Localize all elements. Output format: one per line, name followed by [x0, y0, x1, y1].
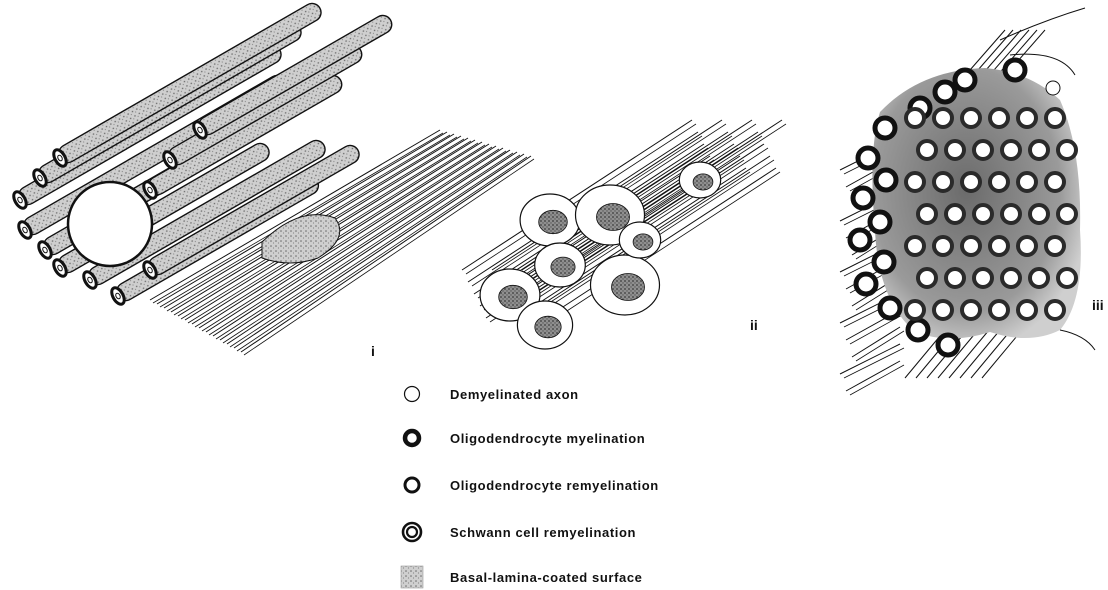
- legend-label: Basal-lamina-coated surface: [450, 570, 643, 585]
- remyelinated-axon: [918, 269, 936, 287]
- double-ring-icon: [400, 520, 424, 544]
- remyelinated-axon: [946, 269, 964, 287]
- remyelinated-axon: [934, 173, 952, 191]
- cell-nucleus: [633, 234, 653, 250]
- large-demyelinated-axon: [68, 182, 152, 266]
- remyelinated-axon: [1002, 141, 1020, 159]
- remyelinated-axon: [946, 141, 964, 159]
- axon-fibre: [850, 365, 904, 395]
- remyelinated-axon: [990, 301, 1008, 319]
- remyelinated-axon: [1058, 141, 1076, 159]
- oligodendrocyte-myelinated-axon: [856, 274, 876, 294]
- remyelinated-axon: [962, 173, 980, 191]
- remyelinated-axon: [1002, 205, 1020, 223]
- axon-fibre: [840, 344, 900, 374]
- legend-label: Oligodendrocyte remyelination: [450, 478, 659, 493]
- cell-nucleus: [535, 316, 561, 338]
- remyelinated-axon: [974, 141, 992, 159]
- oligodendrocyte-myelinated-axon: [908, 320, 928, 340]
- legend-item-oligodendrocyte-myelination: Oligodendrocyte myelination: [400, 426, 645, 450]
- remyelinated-axon: [990, 173, 1008, 191]
- panel-label-i: i: [371, 343, 375, 359]
- legend-item-schwann-cell-remyelination: Schwann cell remyelination: [400, 520, 636, 544]
- demyelinated-axon: [1046, 81, 1060, 95]
- oligodendrocyte-myelinated-axon: [875, 118, 895, 138]
- remyelinated-axon: [906, 173, 924, 191]
- oligodendrocyte-myelinated-axon: [938, 335, 958, 355]
- remyelinated-axon: [1002, 269, 1020, 287]
- remyelinated-axon: [990, 109, 1008, 127]
- oligodendrocyte-myelinated-axon: [935, 82, 955, 102]
- remyelinated-axon: [962, 109, 980, 127]
- oligodendrocyte-myelinated-axon: [850, 230, 870, 250]
- remyelinated-axon: [906, 109, 924, 127]
- remyelinated-axon: [906, 301, 924, 319]
- panel-i-drawing: [11, 0, 534, 355]
- legend-label: Schwann cell remyelination: [450, 525, 636, 540]
- oligodendrocyte-myelinated-axon: [876, 170, 896, 190]
- oligodendrocyte-myelinated-axon: [955, 70, 975, 90]
- remyelinated-axon: [946, 205, 964, 223]
- oligodendrocyte-myelinated-axon: [874, 252, 894, 272]
- thick-ring-icon: [400, 426, 424, 450]
- axon-fibre: [202, 147, 492, 331]
- basal-lamina-patch: [262, 215, 340, 263]
- remyelinated-axon: [1058, 205, 1076, 223]
- oligodendrocyte-myelinated-axon: [1005, 60, 1025, 80]
- remyelinated-axon: [1018, 173, 1036, 191]
- remyelinated-axon: [1046, 173, 1064, 191]
- panel-label-iii: iii: [1092, 297, 1104, 313]
- remyelinated-axon: [974, 269, 992, 287]
- cell-nucleus: [597, 204, 630, 231]
- cell-nucleus: [612, 274, 645, 301]
- remyelinated-axon: [1018, 301, 1036, 319]
- axon-fibre: [852, 327, 900, 357]
- cell-nucleus: [551, 257, 575, 277]
- legend-label: Demyelinated axon: [450, 387, 579, 402]
- cell-nucleus: [539, 210, 568, 233]
- axon-fibre: [971, 330, 1011, 378]
- remyelinated-axon: [1058, 269, 1076, 287]
- remyelinated-axon: [918, 141, 936, 159]
- oligodendrocyte-myelinated-axon: [870, 212, 890, 232]
- axon-fibre: [206, 146, 496, 332]
- remyelinated-axon: [1018, 237, 1036, 255]
- oligodendrocyte-myelinated-axon: [853, 188, 873, 208]
- remyelinated-axon: [934, 237, 952, 255]
- remyelinated-axon: [1030, 141, 1048, 159]
- remyelinated-axon: [962, 301, 980, 319]
- cell-nucleus: [693, 174, 713, 190]
- remyelinated-axon: [1046, 109, 1064, 127]
- legend-item-oligodendrocyte-remyelination: Oligodendrocyte remyelination: [400, 473, 659, 497]
- oligodendrocyte-myelinated-axon: [880, 298, 900, 318]
- panel-label-ii: ii: [750, 317, 758, 333]
- legend-label: Oligodendrocyte myelination: [450, 431, 645, 446]
- oligodendrocyte-myelinated-axon: [858, 148, 878, 168]
- remyelinated-axon: [990, 237, 1008, 255]
- remyelinated-axon: [1046, 301, 1064, 319]
- remyelinated-axon: [918, 205, 936, 223]
- panel-iii-drawing: [840, 8, 1095, 395]
- remyelinated-axon: [962, 237, 980, 255]
- remyelinated-axon: [906, 237, 924, 255]
- remyelinated-axon: [934, 109, 952, 127]
- remyelinated-axon: [1018, 109, 1036, 127]
- thin-open-circle-icon: [400, 382, 424, 406]
- legend-item-basal-lamina-coated-surface: Basal-lamina-coated surface: [400, 565, 643, 589]
- remyelinated-axon: [974, 205, 992, 223]
- remyelinated-axon: [934, 301, 952, 319]
- medium-ring-icon: [400, 473, 424, 497]
- cell-nucleus: [499, 285, 528, 308]
- remyelinated-axon: [1046, 237, 1064, 255]
- stippled-square-icon: [400, 565, 424, 589]
- remyelinated-axon: [1030, 205, 1048, 223]
- axon-fibre: [846, 361, 900, 391]
- axon-fibre: [844, 348, 904, 378]
- remyelinated-axon: [1030, 269, 1048, 287]
- legend-item-demyelinated-axon: Demyelinated axon: [400, 382, 579, 406]
